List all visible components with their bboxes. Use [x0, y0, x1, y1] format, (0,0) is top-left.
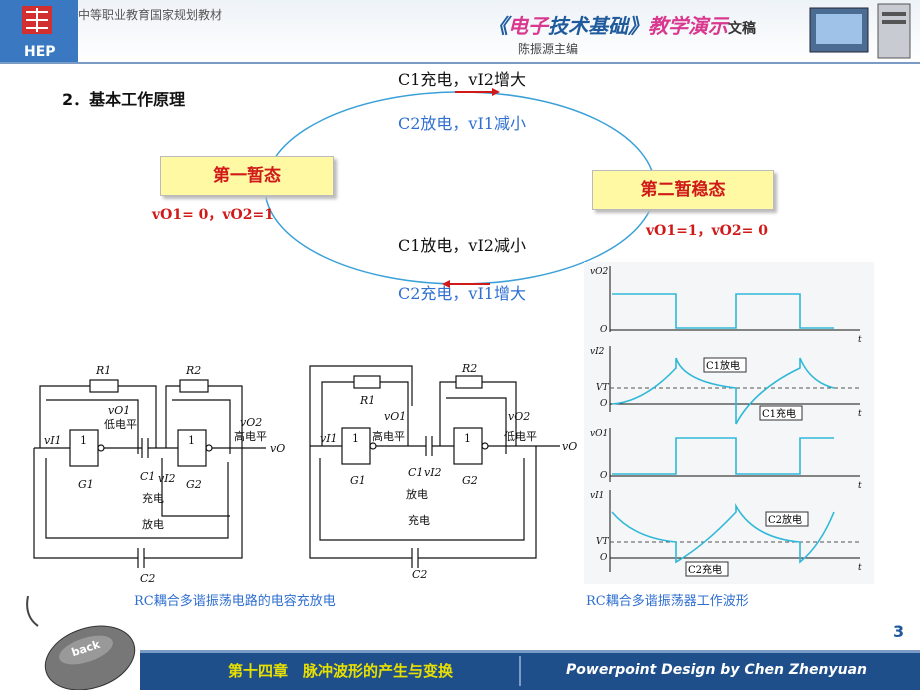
- c2-R1: R1: [359, 394, 375, 407]
- bottom-upper-label: C1放电，vI2减小: [398, 236, 526, 255]
- c2-C1: C1: [408, 466, 423, 479]
- top-lower-label: C2放电，vI1减小: [398, 114, 526, 133]
- c2-C2: C2: [412, 568, 427, 581]
- c1-discharge: 放电: [142, 517, 164, 531]
- caption-right: RC耦合多谐振荡器工作波形: [586, 594, 749, 609]
- section-heading: 2．基本工作原理: [62, 90, 186, 109]
- c1-R1: R1: [95, 364, 111, 377]
- wave-t-3: t: [858, 481, 862, 491]
- c1-vO2: vO2: [240, 416, 262, 429]
- c1-R2: R2: [185, 364, 201, 377]
- svg-text:HEP: HEP: [24, 44, 56, 60]
- callout-c2-charge: C2充电: [688, 563, 722, 576]
- computer-icon: [809, 3, 911, 59]
- c2-vO1: vO1: [384, 410, 406, 423]
- wave-vt-1: VT: [596, 383, 609, 393]
- slide-footer: [140, 650, 920, 690]
- wave-label-vI1: vI1: [590, 491, 604, 501]
- c1-vO1-state: 低电平: [104, 418, 137, 431]
- page-number: 3: [893, 622, 905, 641]
- wave-zero-3: O: [600, 471, 608, 481]
- back-button[interactable]: back: [20, 596, 140, 690]
- c2-charge: 充电: [408, 513, 430, 527]
- c2-vO: vO: [562, 440, 577, 453]
- c1-vO2-state: 高电平: [234, 429, 267, 443]
- state2-box: 第二暂稳态: [592, 170, 774, 210]
- waveform-panel: vO2 vI2 vO1 vI1 O O O O VT VT t t t t C1…: [584, 262, 874, 584]
- c1-vO: vO: [270, 442, 285, 455]
- c2-discharge: 放电: [406, 487, 428, 501]
- book-title: 《电子技术基础》教学演示文稿: [488, 14, 756, 38]
- c2-vO2-state: 低电平: [504, 430, 537, 443]
- wave-zero-1: O: [600, 325, 608, 335]
- wave-zero-4: O: [600, 553, 608, 563]
- c2-vO2: vO2: [508, 410, 530, 423]
- wave-label-vO2: vO2: [590, 267, 608, 277]
- wave-zero-2: O: [600, 399, 608, 409]
- callout-c1-charge: C1充电: [762, 407, 796, 420]
- wave-t-2: t: [858, 409, 862, 419]
- c2-gate1: 1: [352, 432, 359, 445]
- c2-G2: G2: [462, 474, 478, 487]
- c2-G1: G1: [350, 474, 366, 487]
- c2-vI2: vI2: [424, 466, 442, 479]
- design-credit: Powerpoint Design by Chen Zhenyuan: [566, 662, 867, 678]
- c1-gate2: 1: [188, 434, 195, 447]
- c1-vI2: vI2: [158, 472, 176, 485]
- c2-R2: R2: [461, 362, 477, 375]
- circuit-diagram-1: R1 R2 vO1 低电平 vO2 高电平 vI1 vI2 1 1 G1 G2 …: [33, 364, 285, 585]
- wave-label-vI2: vI2: [590, 347, 605, 357]
- top-upper-label: C1充电，vI2增大: [398, 70, 526, 89]
- c1-vO1: vO1: [108, 404, 130, 417]
- header-divider: [0, 62, 920, 64]
- slide-header: [0, 0, 920, 64]
- state1-outputs: vO1= 0，vO2=1: [152, 207, 274, 223]
- c1-gate1: 1: [80, 434, 87, 447]
- hep-logo: HEP: [0, 0, 78, 64]
- bottom-lower-label: C2充电，vI1增大: [398, 284, 526, 303]
- chapter-title: 第十四章 脉冲波形的产生与变换: [228, 662, 454, 680]
- c2-vI1: vI1: [320, 432, 338, 445]
- wave-t-1: t: [858, 335, 862, 345]
- wave-vt-2: VT: [596, 537, 609, 547]
- callout-c2-discharge: C2放电: [768, 513, 802, 526]
- c2-vO1-state: 高电平: [372, 429, 405, 443]
- c1-vI1: vI1: [44, 434, 62, 447]
- state2-outputs: vO1=1，vO2= 0: [646, 223, 768, 239]
- c1-C1: C1: [140, 470, 155, 483]
- state1-box: 第一暂态: [160, 156, 334, 196]
- c1-G1: G1: [78, 478, 94, 491]
- wave-label-vO1: vO1: [590, 429, 608, 439]
- c2-gate2: 1: [464, 432, 471, 445]
- editor-label: 陈振源主编: [518, 42, 579, 56]
- wave-t-4: t: [858, 563, 862, 573]
- series-title: 中等职业教育国家规划教材: [78, 8, 223, 22]
- c1-charge: 充电: [142, 491, 164, 505]
- callout-c1-discharge: C1放电: [706, 359, 740, 372]
- c1-G2: G2: [186, 478, 202, 491]
- c1-C2: C2: [140, 572, 155, 585]
- circuit-diagram-2: R1 R2 vO1 高电平 vO2 低电平 vI1 vI2 1 1 G1 G2 …: [309, 362, 577, 581]
- caption-left: RC耦合多谐振荡电路的电容充放电: [134, 594, 336, 609]
